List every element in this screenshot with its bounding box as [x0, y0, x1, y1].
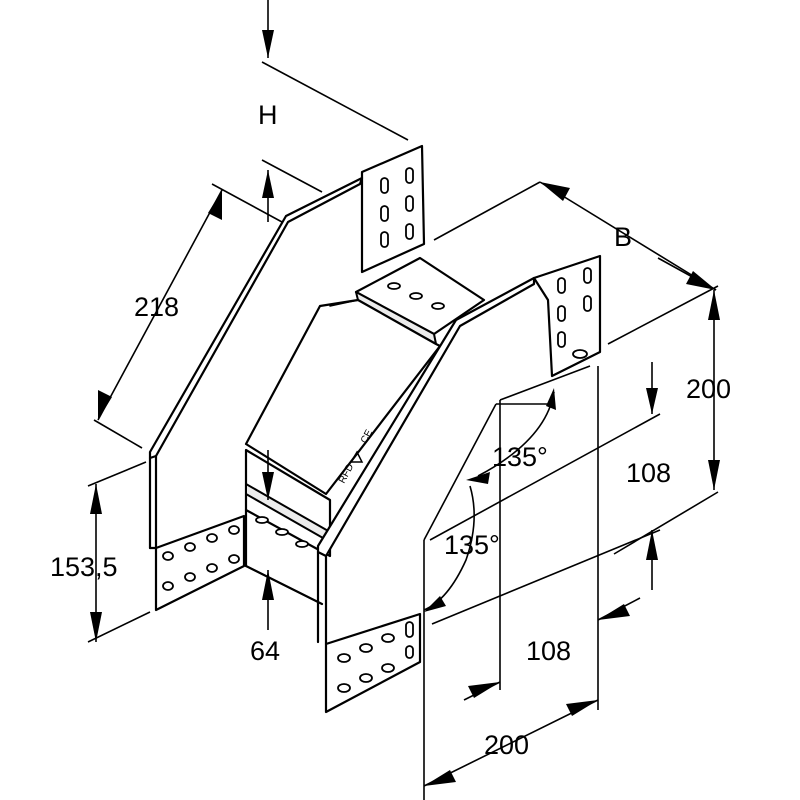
label-horizontal-108: 108	[526, 636, 571, 666]
label-angle-lower: 135°	[444, 530, 500, 560]
dim-horizontal-108	[463, 366, 641, 710]
front-flange-plate	[324, 612, 422, 714]
right-side-wall	[316, 276, 536, 646]
dim-vertical-108	[429, 362, 661, 625]
upper-tray-section	[354, 256, 486, 345]
cable-tray-bend: RFD CE	[148, 144, 602, 714]
left-side-wall	[148, 176, 364, 550]
label-side-218: 218	[134, 292, 179, 322]
left-flange-plate	[154, 514, 246, 612]
dim-height-153-5	[87, 461, 151, 643]
dim-side-218	[93, 183, 283, 449]
dimension-labels: H 218 153,5 64 B 200 108 108 200 135° 13…	[50, 100, 731, 760]
label-height-200: 200	[686, 374, 731, 404]
dim-width-b	[433, 181, 717, 291]
dimension-lines	[87, 0, 720, 800]
dim-height-200	[607, 285, 720, 555]
label-height-h: H	[258, 100, 278, 130]
dim-width-200	[423, 540, 599, 800]
label-offset-64: 64	[250, 636, 280, 666]
label-width-b: B	[614, 222, 632, 252]
label-angle-upper: 135°	[492, 442, 548, 472]
label-width-200: 200	[484, 730, 529, 760]
right-flange-plate	[532, 254, 602, 378]
label-height-153-5: 153,5	[50, 552, 118, 582]
recycle-icon	[349, 450, 364, 463]
angle-construction	[423, 388, 556, 612]
rear-flange-plate	[360, 144, 426, 274]
dim-offset-64	[262, 450, 274, 630]
dim-height-h	[261, 0, 409, 222]
label-vertical-108: 108	[626, 458, 671, 488]
